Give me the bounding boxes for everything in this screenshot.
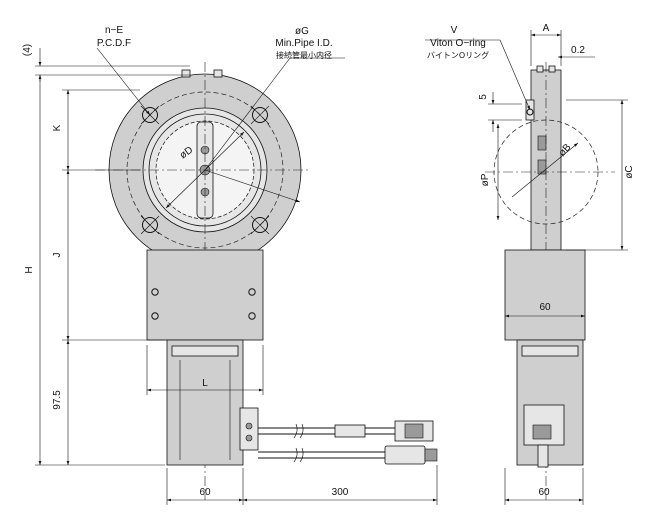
motor-body	[166, 339, 244, 466]
label-0-2: 0.2	[571, 45, 585, 56]
side-view	[485, 62, 615, 500]
side-actuator-housing	[504, 249, 586, 341]
cable	[258, 420, 438, 465]
dimension-lines	[35, 30, 628, 505]
label-l: L	[202, 378, 208, 389]
label-h: H	[24, 266, 35, 273]
bolt-holes	[140, 105, 270, 235]
label-pcd: P.C.D.F	[97, 38, 131, 49]
label-j: J	[52, 253, 63, 258]
actuator-housing	[146, 249, 264, 341]
front-view	[95, 62, 438, 500]
label-5: 5	[478, 94, 489, 100]
label-viton-oring: Viton O−ring	[430, 38, 486, 49]
side-motor-body	[516, 339, 584, 466]
label-97-5: 97.5	[52, 390, 63, 410]
label-v: V	[451, 25, 458, 36]
label-side-motor-width: 60	[538, 487, 550, 498]
label-cable-length: 300	[332, 487, 349, 498]
label-a: A	[543, 23, 550, 34]
label-side-housing-width: 60	[539, 302, 551, 313]
label-phi-g: øG	[295, 26, 309, 37]
label-min-pipe-id-jp: 接続管最小内径	[276, 50, 332, 60]
label-phi-c: øC	[624, 165, 635, 178]
label-motor-width: 60	[199, 487, 211, 498]
label-phi-p: øP	[480, 173, 491, 186]
dimension-labels: n−E P.C.D.F øG Min.Pipe I.D. 接続管最小内径 øD …	[22, 23, 635, 498]
label-min-pipe-id: Min.Pipe I.D.	[275, 38, 332, 49]
label-n-e: n−E	[105, 25, 123, 36]
label-k: K	[52, 124, 63, 131]
label-4: (4)	[22, 44, 33, 56]
label-viton-oring-jp: バイトンOリング	[427, 50, 489, 60]
